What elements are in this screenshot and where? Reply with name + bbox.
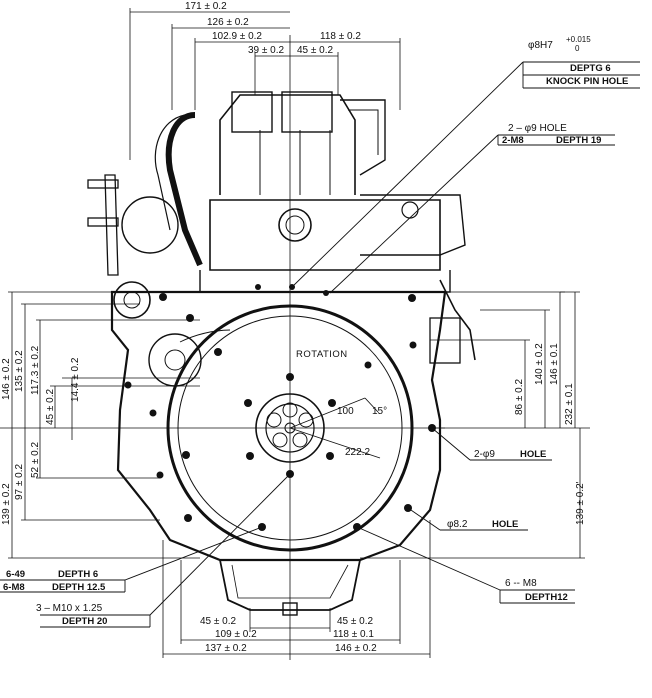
dim-109: 109 ± 0.2 (215, 629, 257, 640)
hole-3-m10-depth: DEPTH 20 (62, 616, 107, 627)
dim-86-right: 86 ± 0.2 (514, 378, 525, 415)
dim-117-3-left: 117.3 ± 0.2 (30, 345, 41, 395)
dim-137: 137 ± 0.2 (205, 643, 247, 654)
hole-6-m8-right-depth: DEPTH12 (525, 592, 568, 603)
knock-pin-name: KNOCK PIN HOLE (546, 76, 628, 87)
hole-2-phi9-top: 2 – φ9 HOLE (508, 123, 567, 134)
callout-labels: φ8H7 +0.015 0 DEPTG 6 KNOCK PIN HOLE 2 –… (3, 35, 628, 627)
dim-118-bottom: 118 ± 0.1 (333, 629, 374, 640)
dim-146-left: 146 ± 0.2 (1, 358, 12, 400)
dim-171: 171 ± 0.2 (185, 1, 227, 12)
hole-2-m8: 2-M8 (502, 135, 524, 146)
hole-6-m8-left: 6-M8 (3, 582, 25, 593)
dim-45-left: 45 ± 0.2 (45, 388, 56, 425)
dimension-lines (8, 8, 585, 658)
hole-2-phi9-right-word: HOLE (520, 449, 546, 460)
dim-139-left: 139 ± 0.2 (1, 483, 12, 525)
dim-140-right: 140 ± 0.2 (534, 343, 545, 385)
dim-45-bottom-left: 45 ± 0.2 (200, 616, 237, 627)
dim-118-top: 118 ± 0.2 (320, 31, 361, 42)
hole-2-phi9-right: 2-φ9 (474, 449, 495, 460)
dim-52-left: 52 ± 0.2 (30, 441, 41, 478)
dim-14-4-left: 14.4 ± 0.2 (70, 357, 81, 402)
knock-pin-tol-lower: 0 (575, 44, 580, 53)
knock-pin-depth: DEPTG 6 (570, 63, 611, 74)
hole-6-49-depth: DEPTH 6 (58, 569, 98, 580)
radius-222-2: 222.2 (345, 447, 370, 458)
dim-146-right: 146 ± 0.1 (549, 343, 560, 385)
dim-135-left: 135 ± 0.2 (14, 350, 25, 392)
dim-102-9: 102.9 ± 0.2 (212, 31, 262, 42)
angle-15: 15° (372, 406, 387, 417)
dim-45-bottom-right: 45 ± 0.2 (337, 616, 374, 627)
hole-6-m8-right: 6 -- M8 (505, 578, 537, 589)
hole-6-m8-left-depth: DEPTH 12.5 (52, 582, 106, 593)
dim-232-right: 232 ± 0.1 (564, 383, 575, 425)
hole-3-m10: 3 – M10 x 1.25 (36, 603, 103, 614)
hole-phi8-2-word: HOLE (492, 519, 518, 530)
hole-phi8-2: φ8.2 (447, 519, 468, 530)
hole-2-m8-depth: DEPTH 19 (556, 135, 601, 146)
rotation-label: ROTATION (296, 349, 348, 360)
leader-lines (0, 61, 640, 628)
center-lines (0, 35, 590, 660)
dim-45-top: 45 ± 0.2 (297, 45, 334, 56)
dim-146-bottom: 146 ± 0.2 (335, 643, 377, 654)
dim-39: 39 ± 0.2 (248, 45, 285, 56)
knock-pin-diameter: φ8H7 (528, 40, 553, 51)
dim-97-left: 97 ± 0.2 (14, 463, 25, 500)
dim-139-right: 139 ± 0.2' (575, 481, 586, 525)
knock-pin-tol-upper: +0.015 (566, 35, 591, 44)
dimension-labels: 171 ± 0.2 126 ± 0.2 102.9 ± 0.2 39 ± 0.2… (1, 1, 586, 654)
engine-outline (87, 91, 476, 616)
dim-126: 126 ± 0.2 (207, 17, 249, 28)
hole-6-49: 6-49 (6, 569, 25, 580)
radius-100: 100 (337, 406, 354, 417)
